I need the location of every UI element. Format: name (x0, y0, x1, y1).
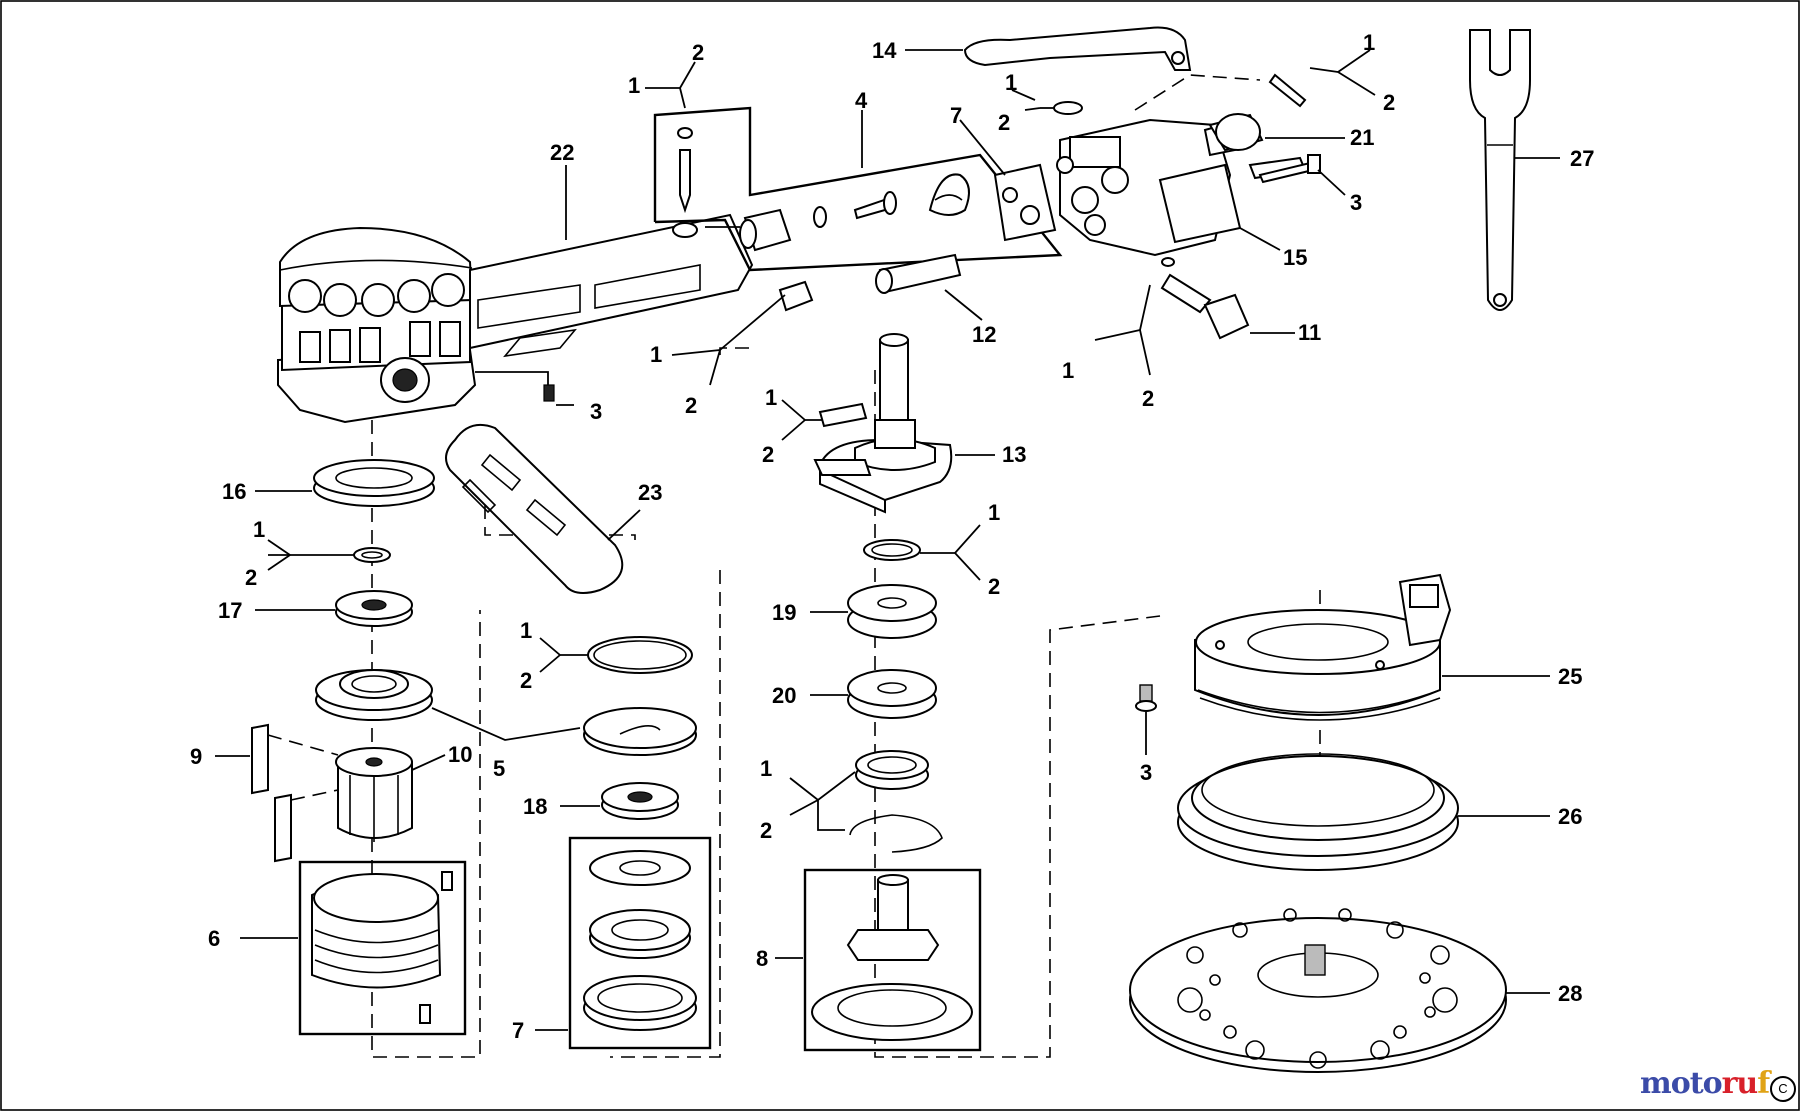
callout-1-fitting: 1 (650, 342, 662, 367)
snap-ring (849, 814, 943, 853)
fitting-parts (778, 253, 962, 312)
callout-5: 5 (493, 756, 505, 781)
callout-17: 17 (218, 598, 242, 623)
oring-upper-right (1053, 101, 1083, 115)
callout-10: 10 (448, 742, 472, 767)
valve-housing (1056, 118, 1307, 257)
watermark-part-2: ru (1721, 1066, 1759, 1101)
leader-lines (215, 49, 1560, 1031)
callout-25: 25 (1558, 664, 1582, 689)
spindle-13 (813, 333, 953, 514)
callout-2-top-right: 2 (1383, 90, 1395, 115)
callout-2-key: 2 (762, 442, 774, 467)
callout-1-valve: 1 (628, 73, 640, 98)
watermark-part-3: f (1757, 1066, 1770, 1101)
callout-labels: 2 1 14 4 7 1 2 1 2 21 3 15 11 1 2 12 1 2… (190, 30, 1594, 1043)
kit-8-box (803, 868, 982, 1052)
bearing-ring-middle (855, 750, 929, 790)
end-plate-5 (315, 669, 433, 721)
callout-18: 18 (523, 794, 547, 819)
kit-7-box (568, 836, 712, 1050)
callout-20: 20 (772, 683, 796, 708)
valve-kit (653, 106, 1063, 272)
assembly-lines (371, 74, 1321, 1058)
callout-14: 14 (872, 38, 897, 63)
callout-11: 11 (1298, 320, 1321, 345)
callout-3-left: 3 (590, 399, 602, 424)
callout-1-housing: 1 (1062, 358, 1074, 383)
oring-middle (587, 636, 693, 674)
callout-12: 12 (972, 322, 996, 347)
callout-16: 16 (222, 479, 246, 504)
callout-2-fitting: 2 (685, 393, 697, 418)
bearing-18 (601, 782, 679, 820)
callout-3-right: 3 (1350, 190, 1362, 215)
retaining-ring-upper (863, 539, 921, 561)
tool-housing (277, 213, 754, 424)
callout-2-middle: 2 (520, 668, 532, 693)
callout-23: 23 (638, 480, 662, 505)
callout-26: 26 (1558, 804, 1582, 829)
pad-hub-25 (1194, 573, 1452, 721)
fitting-21 (1208, 113, 1264, 152)
ring-16 (313, 459, 435, 507)
bearing-17 (335, 590, 413, 627)
sanding-pad-28 (1129, 908, 1507, 1073)
end-plate-middle (583, 707, 697, 756)
callout-2-snap: 2 (760, 818, 772, 843)
callout-19: 19 (772, 600, 796, 625)
handle-grip (445, 424, 624, 595)
screw-3-right (1258, 154, 1321, 184)
key-pin (818, 402, 868, 428)
oring-left (353, 547, 391, 563)
callout-1-top-valve: 2 (692, 40, 704, 65)
callout-6: 6 (208, 926, 220, 951)
bearing-20 (847, 669, 937, 719)
callout-7-top: 7 (950, 103, 962, 128)
callout-1-oring: 1 (1005, 70, 1017, 95)
shroud-26 (1177, 753, 1459, 871)
set-screw-3-left (475, 371, 555, 402)
callout-15: 15 (1283, 245, 1307, 270)
callout-1-snap: 1 (760, 756, 772, 781)
watermark-badge: C (1770, 1076, 1796, 1102)
callout-4: 4 (855, 88, 868, 113)
pin-upper-right (1268, 73, 1307, 108)
callout-2-left: 2 (245, 565, 257, 590)
throttle-lever (963, 26, 1192, 71)
callout-7-lower: 7 (512, 1018, 524, 1043)
watermark-part-1: moto (1640, 1066, 1723, 1101)
bearing-19 (847, 584, 937, 639)
callout-22: 22 (550, 140, 574, 165)
callout-2-retaining: 2 (988, 574, 1000, 599)
callout-1-middle: 1 (520, 618, 532, 643)
screw-3-pad (1135, 684, 1157, 712)
callout-1-retaining: 1 (988, 500, 1000, 525)
spanner-wrench (1469, 29, 1531, 311)
rotor-10 (335, 747, 413, 842)
callout-21: 21 (1350, 125, 1374, 150)
cylinder-kit-6 (298, 860, 467, 1036)
callout-1-key: 1 (765, 385, 777, 410)
watermark-logo: motoruf (1640, 1066, 1770, 1101)
callout-27: 27 (1570, 146, 1594, 171)
callout-9: 9 (190, 744, 202, 769)
callout-1-top-right: 1 (1363, 30, 1375, 55)
callout-8: 8 (756, 946, 768, 971)
callout-28: 28 (1558, 981, 1582, 1006)
callout-3-pad: 3 (1140, 760, 1152, 785)
callout-13: 13 (1002, 442, 1026, 467)
callout-2-oring: 2 (998, 110, 1010, 135)
vanes-9 (251, 723, 339, 863)
callout-2-housing: 2 (1142, 386, 1154, 411)
valve-11 (1160, 257, 1250, 340)
callout-1-left: 1 (253, 517, 265, 542)
